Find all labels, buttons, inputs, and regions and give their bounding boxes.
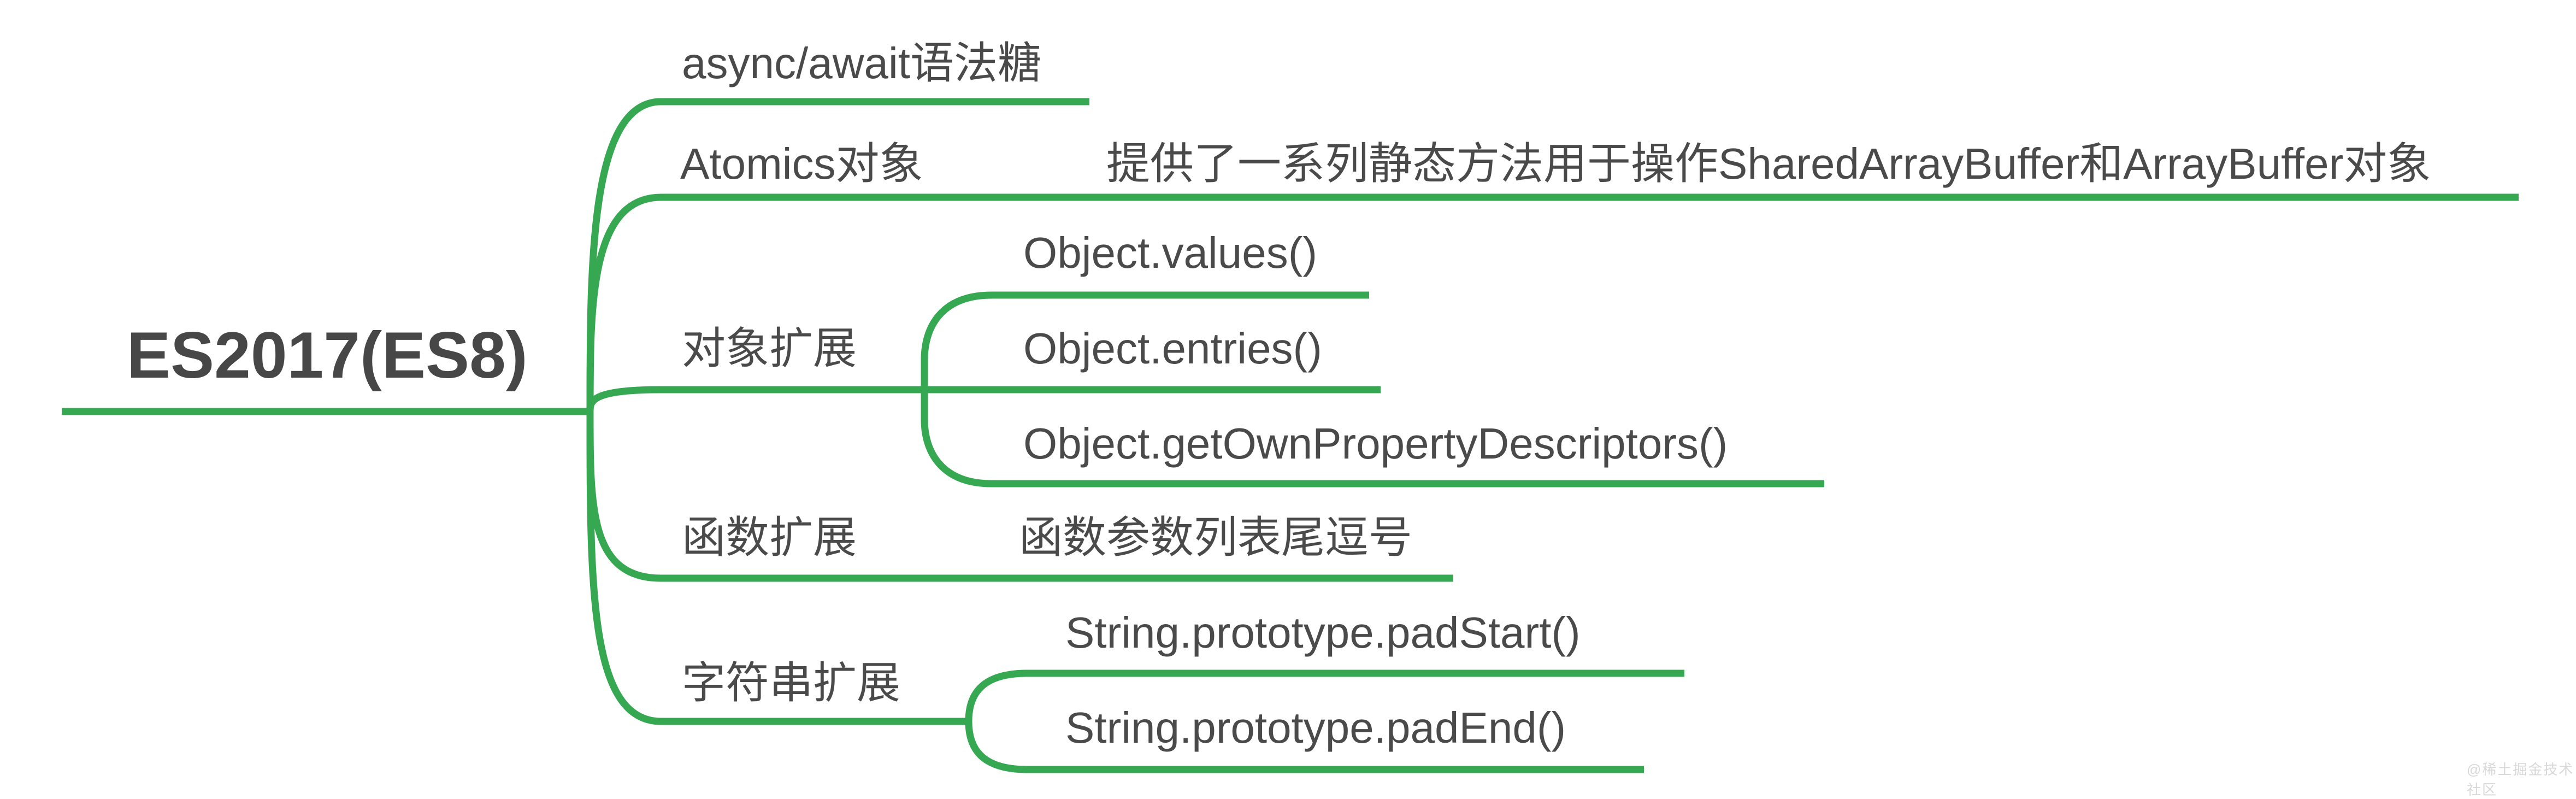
topic-string-padstart[interactable]: String.prototype.padStart(): [1065, 608, 1581, 657]
topic-string-padend[interactable]: String.prototype.padEnd(): [1065, 703, 1566, 752]
topic-atomics-note[interactable]: 提供了一系列静态方法用于操作SharedArrayBuffer和ArrayBuf…: [1106, 139, 2431, 188]
string-children-bracket: [965, 669, 1684, 773]
object-children-bracket: [921, 291, 1824, 487]
topic-async-await[interactable]: async/await语法糖: [682, 39, 1041, 87]
topic-function-trailing-comma[interactable]: 函数参数列表尾逗号: [1019, 513, 1412, 562]
topic-object-extension[interactable]: 对象扩展: [682, 324, 857, 373]
branch-object-line: [586, 386, 1381, 412]
topic-object-getownpropertydescriptors[interactable]: Object.getOwnPropertyDescriptors(): [1023, 419, 1728, 468]
topic-object-entries[interactable]: Object.entries(): [1023, 324, 1322, 373]
topic-atomics[interactable]: Atomics对象: [680, 139, 923, 188]
branch-string-line: [586, 411, 969, 725]
watermark: @稀土掘金技术社区: [2467, 761, 2574, 798]
topic-function-extension[interactable]: 函数扩展: [682, 513, 857, 562]
root-topic[interactable]: ES2017(ES8): [127, 319, 528, 392]
topic-object-values[interactable]: Object.values(): [1023, 228, 1317, 277]
topic-string-extension[interactable]: 字符串扩展: [682, 659, 900, 707]
branch-atomics-line: [586, 193, 2519, 412]
